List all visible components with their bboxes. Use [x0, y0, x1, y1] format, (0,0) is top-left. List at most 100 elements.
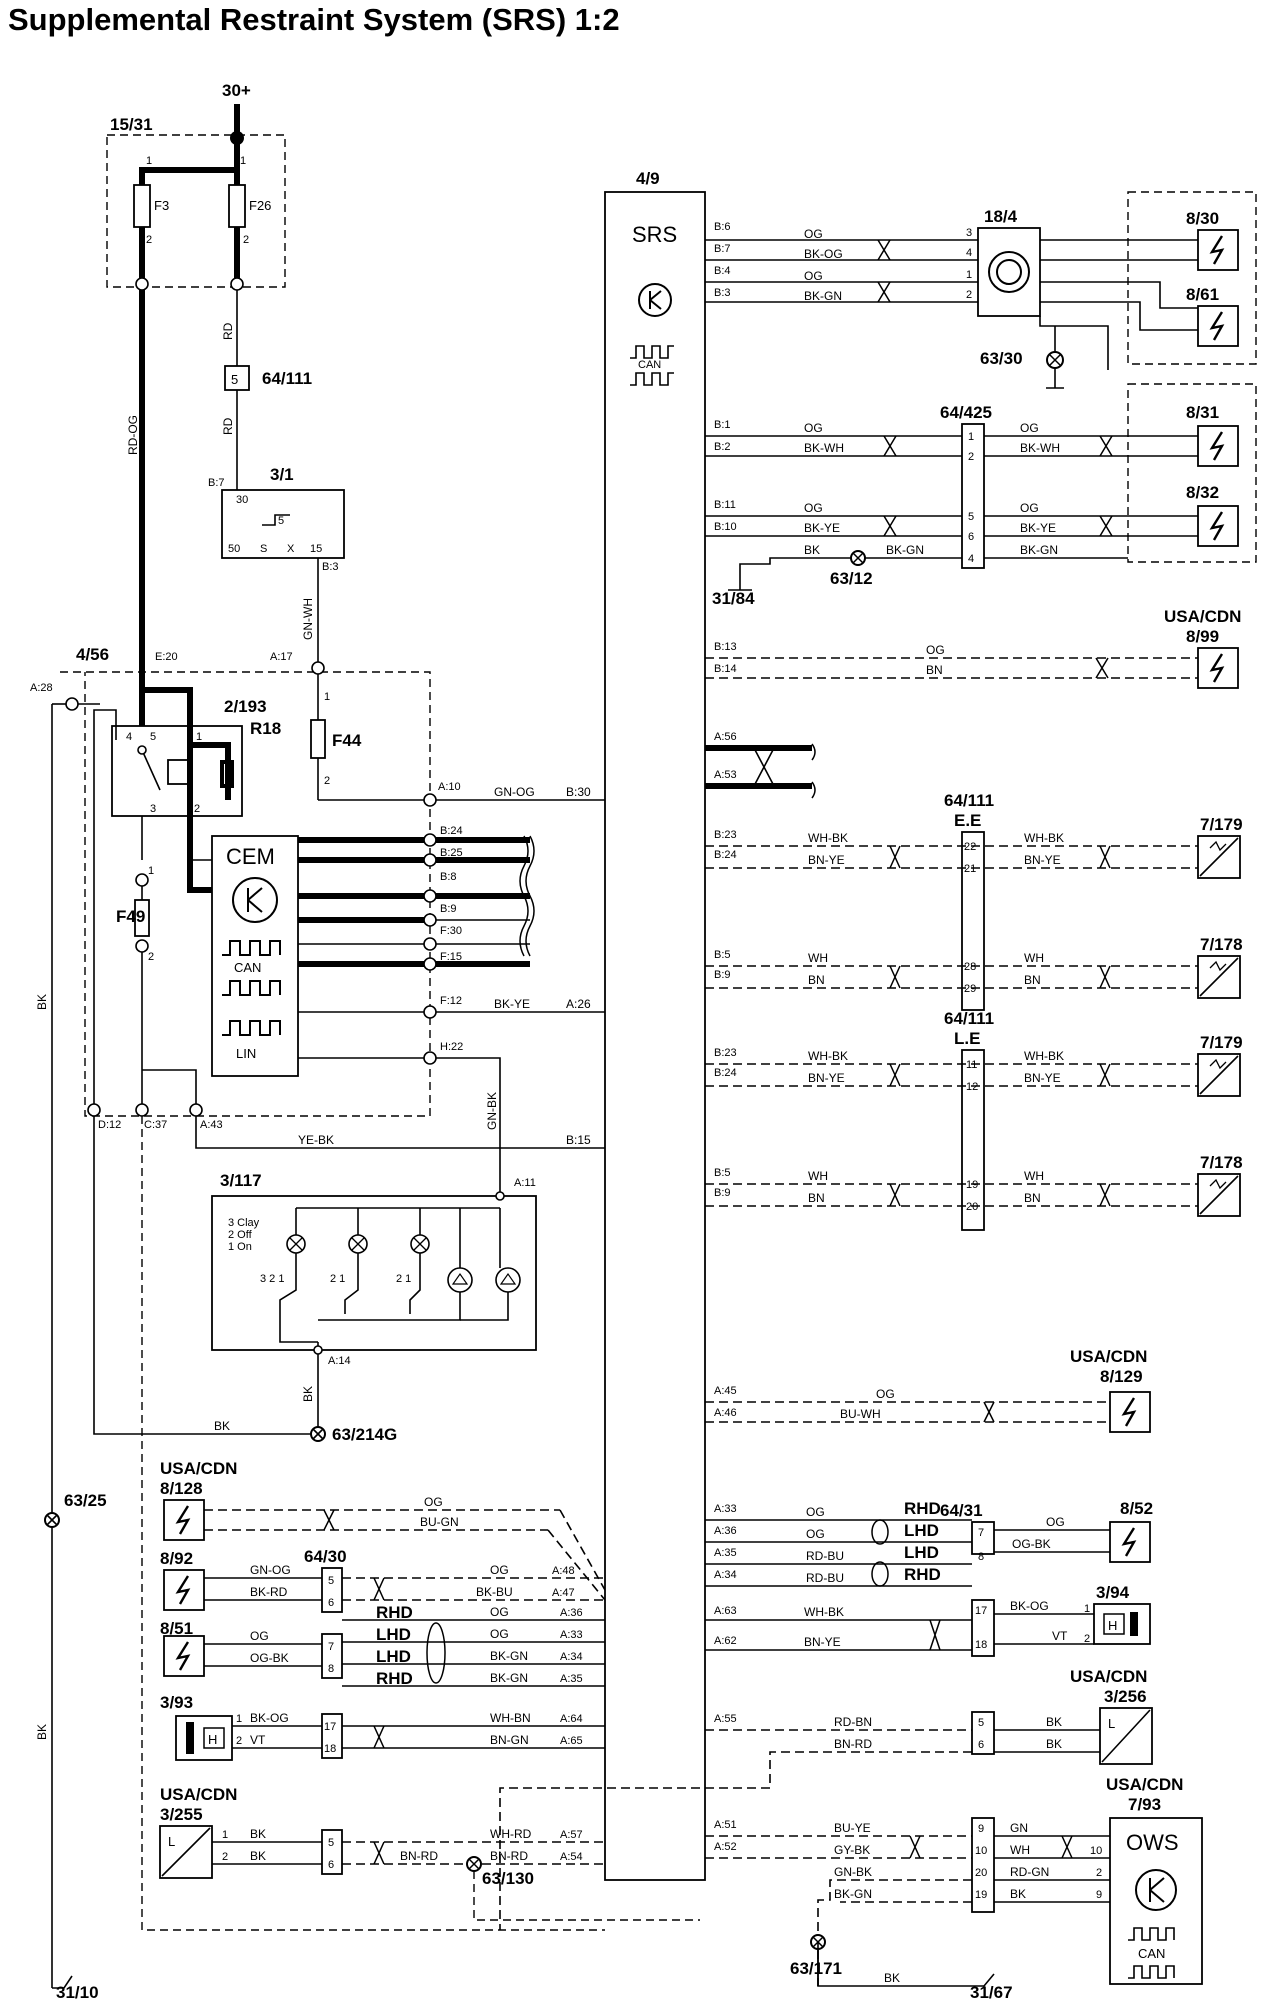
pin-label: A:33 [714, 1503, 737, 1515]
wire-label: BK [1046, 1737, 1062, 1751]
pin-label: A:33 [560, 1629, 583, 1641]
wire-label: BK-OG [1010, 1599, 1049, 1613]
wire-label: VT [1052, 1629, 1068, 1643]
wire-label: GN-OG [494, 785, 535, 799]
pin-label: B:4 [714, 265, 731, 277]
wire-label: OG [1020, 501, 1039, 515]
squib-group-outline [1127, 383, 1257, 563]
fuse-label: F44 [332, 731, 362, 750]
pin-label: C:37 [144, 1119, 167, 1131]
hand-drive-tag: RHD [904, 1565, 941, 1584]
pin-label: 2 [222, 1851, 228, 1863]
pin-label: 6 [978, 1739, 984, 1751]
wire-label: OG [250, 1629, 269, 1643]
fuse-f3 [133, 184, 151, 228]
wire-label: BK-GN [1020, 543, 1058, 557]
pin-label: B:7 [208, 477, 225, 489]
wire-label: BN [1024, 973, 1041, 987]
pin-label: 30 [236, 494, 248, 506]
pin-label: 1 [236, 1713, 242, 1725]
pin-label: 20 [975, 1867, 987, 1879]
wire-label: YE-BK [298, 1133, 334, 1147]
pin-label: A:28 [30, 682, 53, 694]
pin-label: 2 [1084, 1633, 1090, 1645]
connector-64-30-b [321, 1633, 343, 1679]
fuse-label: F49 [116, 907, 145, 926]
wire-label: RD [221, 322, 235, 340]
switch-mark: 3 2 1 [260, 1273, 284, 1285]
pin-label: 4 [966, 247, 972, 259]
wire-label: BN-YE [1024, 1071, 1061, 1085]
wire-label: RD-OG [126, 415, 140, 455]
squib-label: 8/92 [160, 1549, 193, 1568]
pin-label: 19 [966, 1179, 978, 1191]
pin-label: S [260, 543, 267, 555]
connector-64-30-c [321, 1713, 343, 1759]
pin-label: 11 [966, 1059, 977, 1071]
wire-label: OG [1046, 1515, 1065, 1529]
pin-label: D:12 [98, 1119, 121, 1131]
squib-8-31-icon [1197, 425, 1239, 467]
component-id: 18/4 [984, 207, 1018, 226]
wire-label: BK [1046, 1715, 1062, 1729]
wire-label: B:15 [566, 1133, 591, 1147]
wire-label: A:26 [566, 997, 591, 1011]
wire-label: BK-GN [490, 1649, 528, 1663]
power-label: 30+ [222, 81, 251, 100]
ground-label: 31/10 [56, 1983, 99, 2000]
srs-processor-icon [638, 283, 672, 317]
pin-label: B:25 [440, 847, 463, 859]
wire-label: BN-YE [1024, 853, 1061, 867]
pin-label: A:65 [560, 1735, 583, 1747]
ground-label: 63/214G [332, 1425, 397, 1444]
pin-label: 2 [148, 951, 154, 963]
pin-label: B:3 [322, 561, 339, 573]
wire-label: BK-WH [1020, 441, 1060, 455]
squib-8-129-icon [1109, 1391, 1151, 1433]
pin-label: B:7 [714, 243, 731, 255]
switch-mark: 2 1 [330, 1273, 345, 1285]
pin-label: 50 [228, 543, 240, 555]
pin-label: A:43 [200, 1119, 223, 1131]
pin-label: 3 [966, 227, 972, 239]
wire-label: OG [804, 269, 823, 283]
ground-label: 63/25 [64, 1491, 107, 1510]
can-label: CAN [1138, 1946, 1165, 1961]
fuse-f26-label: F26 [249, 198, 271, 213]
twist-icon [877, 281, 891, 303]
led-icon [495, 1267, 521, 1293]
pin-label: 22 [964, 841, 976, 853]
pin-label: 4 [968, 553, 974, 565]
pin-label: A:62 [714, 1635, 737, 1647]
connector-64-31-c [971, 1711, 995, 1755]
wire-label: OG [876, 1387, 895, 1401]
pin-label: 1 [968, 431, 974, 443]
wire-label: OG [424, 1495, 443, 1509]
pin-label: 28 [964, 961, 976, 973]
wire-label: RD-BN [834, 1715, 872, 1729]
pin-label: A:11 [514, 1177, 536, 1189]
ground-label: 63/171 [790, 1959, 842, 1978]
pin-label: A:48 [552, 1565, 575, 1577]
hand-drive-tag: LHD [904, 1521, 939, 1540]
connector-64-30-d [321, 1829, 343, 1875]
pin-label: 2 [146, 234, 152, 246]
pin-label: B:2 [714, 441, 731, 453]
pin-label: 2 [968, 451, 974, 463]
wire-label: OG [806, 1527, 825, 1541]
wire-label: BN [808, 973, 825, 987]
sensor-7-178-l [1197, 1173, 1241, 1217]
wire-label: GN-BK [485, 1092, 499, 1130]
pin-label: 9 [978, 1823, 984, 1835]
pin-label: B:24 [714, 1067, 737, 1079]
sensor-label: 7/178 [1200, 1153, 1243, 1172]
pin-label: 1 [146, 155, 152, 167]
pin-label: B:1 [714, 419, 731, 431]
wire-label: BN-RD [400, 1849, 438, 1863]
wire-label: OG [804, 421, 823, 435]
wire-label: BK-GN [490, 1671, 528, 1685]
sensor-7-179-e [1197, 835, 1241, 879]
connector-id: 64/111 [262, 369, 312, 388]
